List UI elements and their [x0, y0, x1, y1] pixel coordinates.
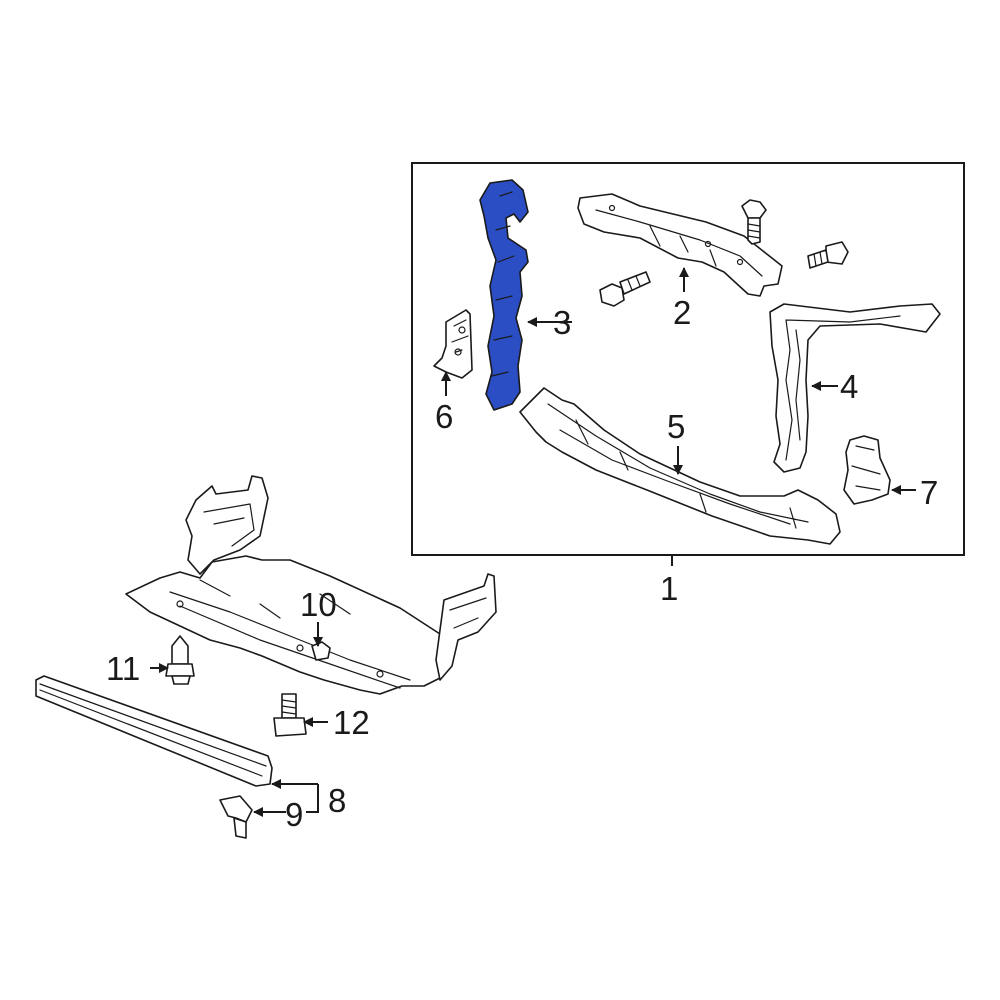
bolt-right[interactable] [807, 241, 849, 269]
bolt-middle[interactable] [599, 271, 651, 307]
callout-11: 11 [106, 650, 140, 687]
callout-10: 10 [300, 586, 337, 623]
bolt-upper[interactable] [741, 199, 767, 245]
part-8-seal-strip[interactable] [35, 675, 273, 787]
part-12-bolt[interactable] [273, 693, 307, 737]
callout-1: 1 [660, 570, 678, 607]
part-9-clip[interactable] [219, 795, 253, 839]
assembly-frame [411, 162, 965, 556]
callout-5: 5 [667, 408, 685, 445]
callout-3: 3 [553, 304, 571, 341]
callout-8: 8 [328, 782, 346, 819]
callout-4: 4 [840, 368, 858, 405]
part-7-bracket[interactable] [843, 435, 891, 505]
callout-6: 6 [435, 398, 453, 435]
leader-lines [150, 267, 916, 817]
lower-splash-shield[interactable] [125, 475, 497, 695]
part-11-push-fastener[interactable] [165, 635, 195, 685]
part-5-lower-cross-member[interactable] [519, 387, 841, 545]
callout-2: 2 [673, 294, 691, 331]
part-2-upper-tie-bar[interactable] [577, 193, 783, 297]
callout-7: 7 [920, 474, 938, 511]
callout-9: 9 [285, 796, 303, 833]
part-3-bracket[interactable] [479, 179, 529, 411]
callout-12: 12 [333, 704, 370, 741]
part-4-side-support[interactable] [769, 303, 941, 473]
part-6-bracket[interactable] [433, 309, 473, 379]
